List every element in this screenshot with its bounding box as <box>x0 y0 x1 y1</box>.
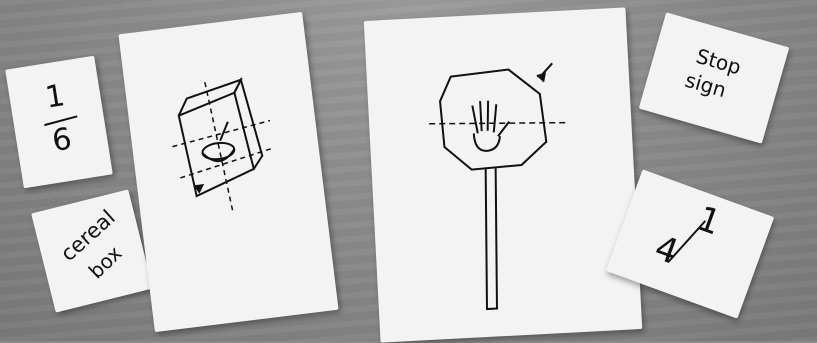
stop-sign-drawing <box>364 7 642 342</box>
fraction-numerator: 1 <box>684 197 734 246</box>
sign-pole <box>480 168 503 309</box>
stop-sign-drawing-sheet <box>364 7 642 342</box>
cereal-box-top <box>175 80 244 116</box>
octagon-icon <box>439 68 548 171</box>
cereal-box-side <box>233 78 264 170</box>
arrow-pointer <box>542 63 553 74</box>
fraction-denominator: 4 <box>641 227 691 276</box>
cereal-box-drawing-sheet <box>118 12 338 332</box>
fraction-card-one-sixth: 1 6 <box>5 56 113 189</box>
fraction-denominator: 6 <box>15 117 109 164</box>
hand-icon <box>472 100 511 152</box>
fraction-numerator: 1 <box>8 73 102 120</box>
cereal-box-drawing <box>118 12 338 332</box>
